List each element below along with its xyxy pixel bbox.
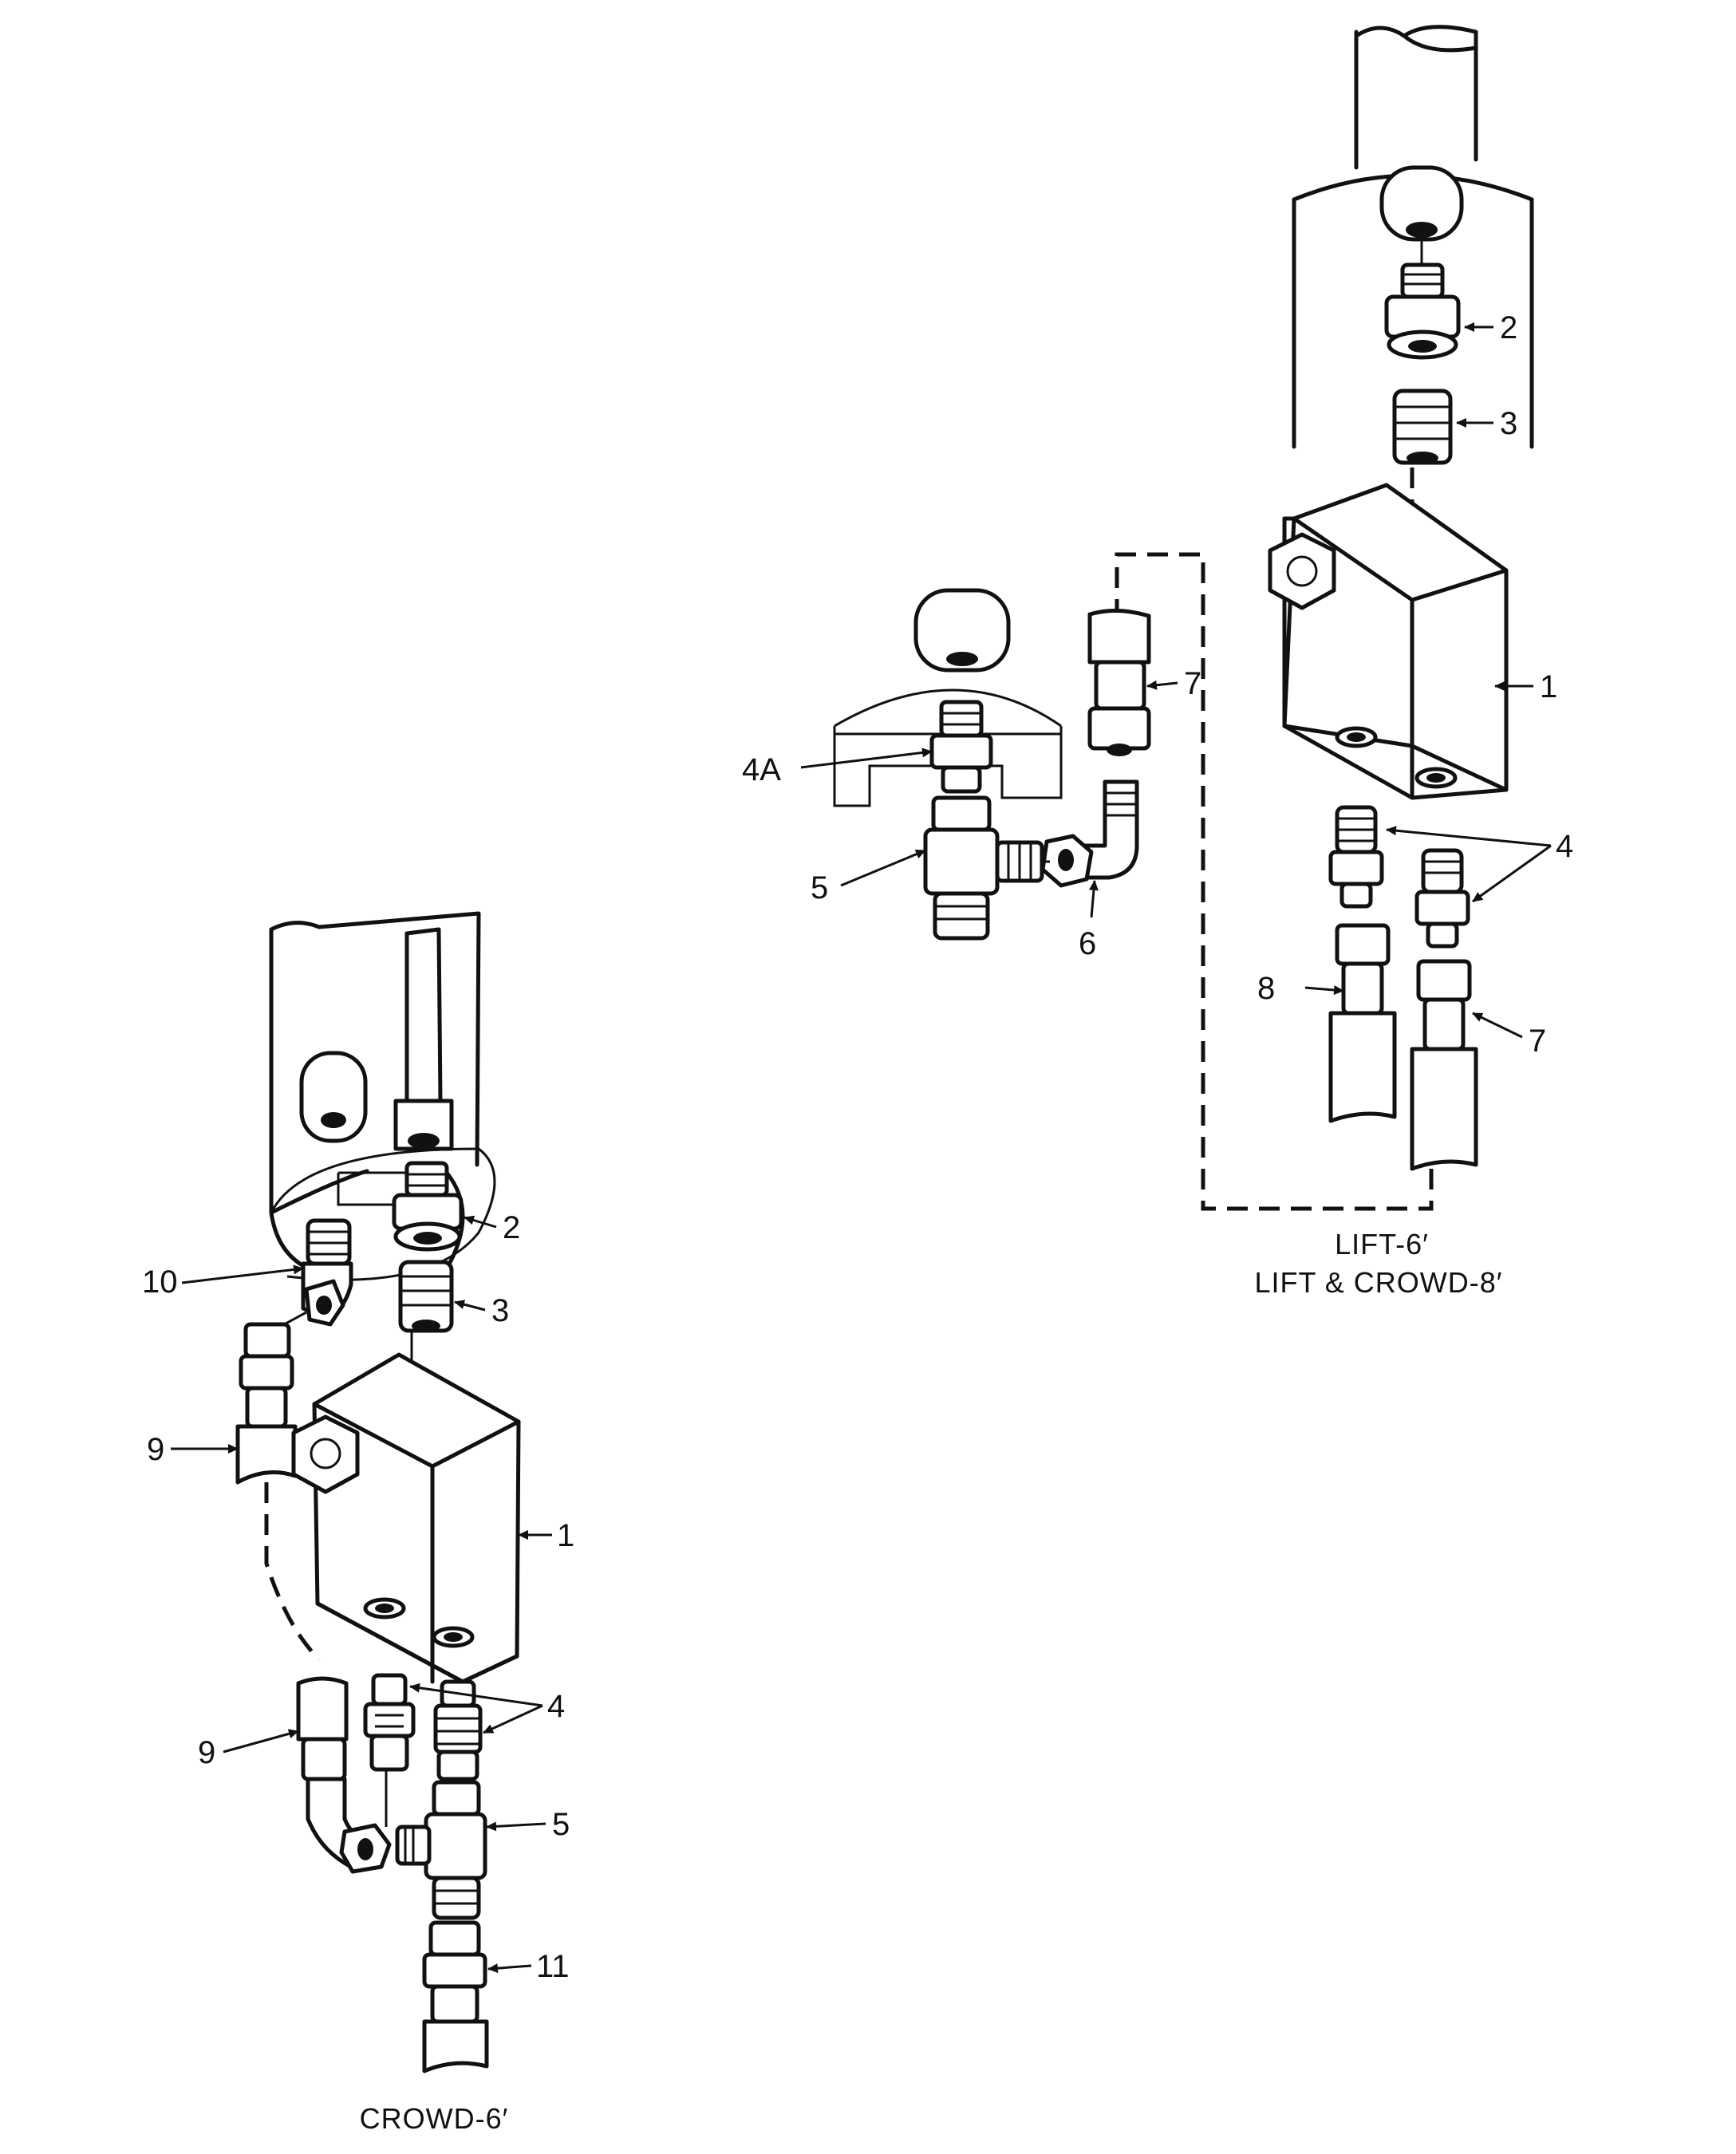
cylinder-port-boss-left xyxy=(299,1051,368,1143)
callout-5-left: 5 xyxy=(552,1807,570,1842)
callout-10: 10 xyxy=(142,1264,178,1300)
callout-9-upper: 9 xyxy=(147,1432,164,1467)
callout-2: 2 xyxy=(1500,310,1517,345)
callout-3-left: 3 xyxy=(491,1293,509,1328)
elbow-fitting-6 xyxy=(1040,779,1139,888)
adapter-fitting-4a-left xyxy=(363,1673,416,1772)
callout-4A: 4A xyxy=(742,752,781,787)
adapter-fitting-4b-left xyxy=(433,1679,483,1781)
cylinder-rod xyxy=(1354,25,1478,170)
hose-assembly-7-lower xyxy=(1410,959,1478,1171)
callout-4-left: 4 xyxy=(547,1689,565,1724)
adapter-fitting-2 xyxy=(1384,262,1461,360)
left-callout-leaders xyxy=(171,1215,552,1974)
adapter-fitting-4b xyxy=(1414,848,1470,949)
right-assembly: 2 3 1 4 8 7 7 4A 5 6 LIFT-6′ LIFT & CROW… xyxy=(742,25,1573,1299)
hose-assembly-11 xyxy=(422,1920,489,2073)
valve-block-1-left xyxy=(291,1352,521,1684)
cylinder-tube xyxy=(393,927,454,1151)
hose-assembly-7-upper xyxy=(1087,608,1151,756)
tee-fitting-5 xyxy=(923,795,1044,941)
hose-assembly-9-upper xyxy=(235,1322,298,1485)
callout-1-left: 1 xyxy=(557,1518,574,1553)
left-assembly: 2 10 3 9 1 4 9 5 11 CROWD-6′ xyxy=(142,911,574,2135)
callout-6: 6 xyxy=(1079,926,1096,961)
caption-lift: LIFT-6′ xyxy=(1335,1228,1429,1260)
callout-3: 3 xyxy=(1500,406,1517,441)
caption-lift-crowd: LIFT & CROWD-8′ xyxy=(1254,1266,1502,1299)
callout-4: 4 xyxy=(1556,829,1573,864)
caption-crowd: CROWD-6′ xyxy=(360,2102,509,2135)
callout-5: 5 xyxy=(811,870,828,905)
callout-8: 8 xyxy=(1257,971,1275,1006)
callout-7-upper: 7 xyxy=(1184,666,1201,701)
hose-assembly-9-lower xyxy=(296,1676,392,1874)
tee-fitting-5-left xyxy=(395,1780,487,1920)
adapter-fitting-4a xyxy=(1328,805,1384,909)
hose-assembly-8 xyxy=(1328,923,1397,1123)
adapter-fitting-4A xyxy=(929,700,993,794)
nipple-3-left xyxy=(398,1260,454,1333)
callout-7-lower: 7 xyxy=(1529,1024,1546,1059)
adapter-fitting-2-left xyxy=(392,1161,464,1252)
right-callout-leaders xyxy=(800,322,1552,1039)
valve-block-1 xyxy=(1268,483,1509,800)
callout-1: 1 xyxy=(1540,669,1557,704)
nipple-3 xyxy=(1392,389,1453,465)
elbow-fitting-10 xyxy=(301,1218,353,1327)
cylinder-port-boss xyxy=(1379,165,1464,242)
callout-2-left: 2 xyxy=(503,1210,520,1245)
cylinder-cap-boss xyxy=(913,588,1011,673)
callout-11: 11 xyxy=(536,1949,570,1984)
callout-9-lower: 9 xyxy=(198,1735,215,1770)
